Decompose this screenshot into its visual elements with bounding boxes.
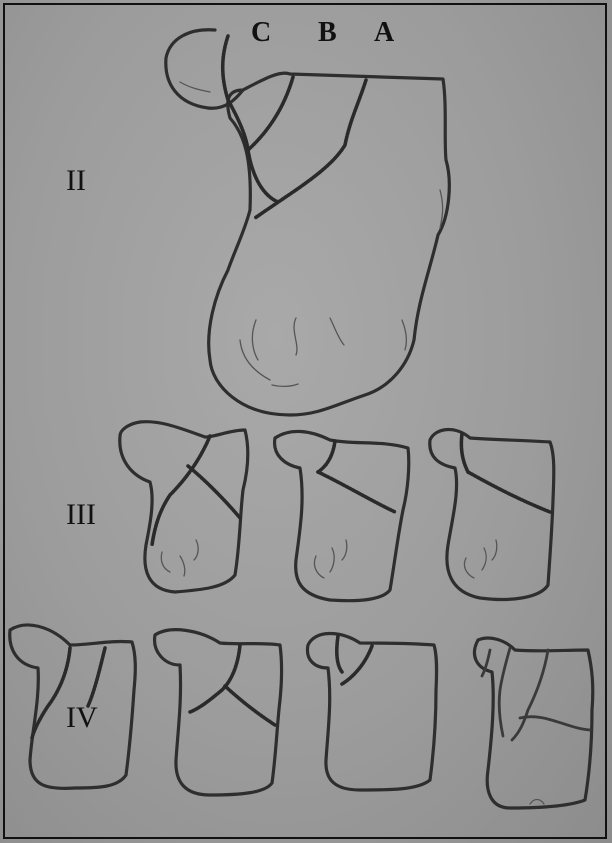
bone-iv-2-outline [155,630,282,795]
bone-ii-fracture-line-b [248,77,293,202]
bone-iv-4-fracture-2 [512,650,548,740]
bone-iii-2 [275,431,409,600]
bone-iv-2-fracture-1 [190,645,240,712]
bone-iii-1-sketch [161,540,198,576]
bone-iii-1-fracture-1 [152,436,210,545]
bone-iv-4-fracture-3 [520,717,590,730]
bone-iv-1-outline [10,625,136,788]
bone-iii-3 [430,430,554,600]
bone-iv-2-fracture-2 [225,686,275,725]
bone-iii-1-fracture-2 [188,466,240,518]
bone-iv-3 [307,633,436,790]
bone-iii-2-fracture-1 [318,441,335,472]
bone-iv-4-outline [474,638,592,808]
bone-iv-3-fracture-1 [337,636,342,672]
bone-iv-2 [155,630,282,795]
bone-iii-3-fracture-2 [468,472,550,512]
bone-iv-1-fracture-2 [88,648,105,706]
bone-iii-2-sketch [314,540,346,578]
bone-ii-sketch [180,82,443,386]
bone-iv-4-notch [530,800,544,805]
bone-iv-3-outline [307,633,436,790]
bone-iii-3-outline [430,430,554,600]
bone-iii-1 [120,422,248,592]
bone-iii-2-outline [275,431,409,600]
bone-iii-3-sketch [464,540,496,578]
bone-iv-4-fracture-1 [499,648,510,736]
bone-iii-2-fracture-2 [318,472,395,512]
bone-iii-3-fracture-1 [461,434,468,472]
bone-ii-fracture-line-c [223,36,248,150]
bone-iv-4 [474,638,592,808]
bone-iv-1 [10,625,136,788]
bone-iv-3-fracture-2 [342,646,372,684]
bone-ii [166,30,449,415]
bone-ii-outline [166,30,449,415]
